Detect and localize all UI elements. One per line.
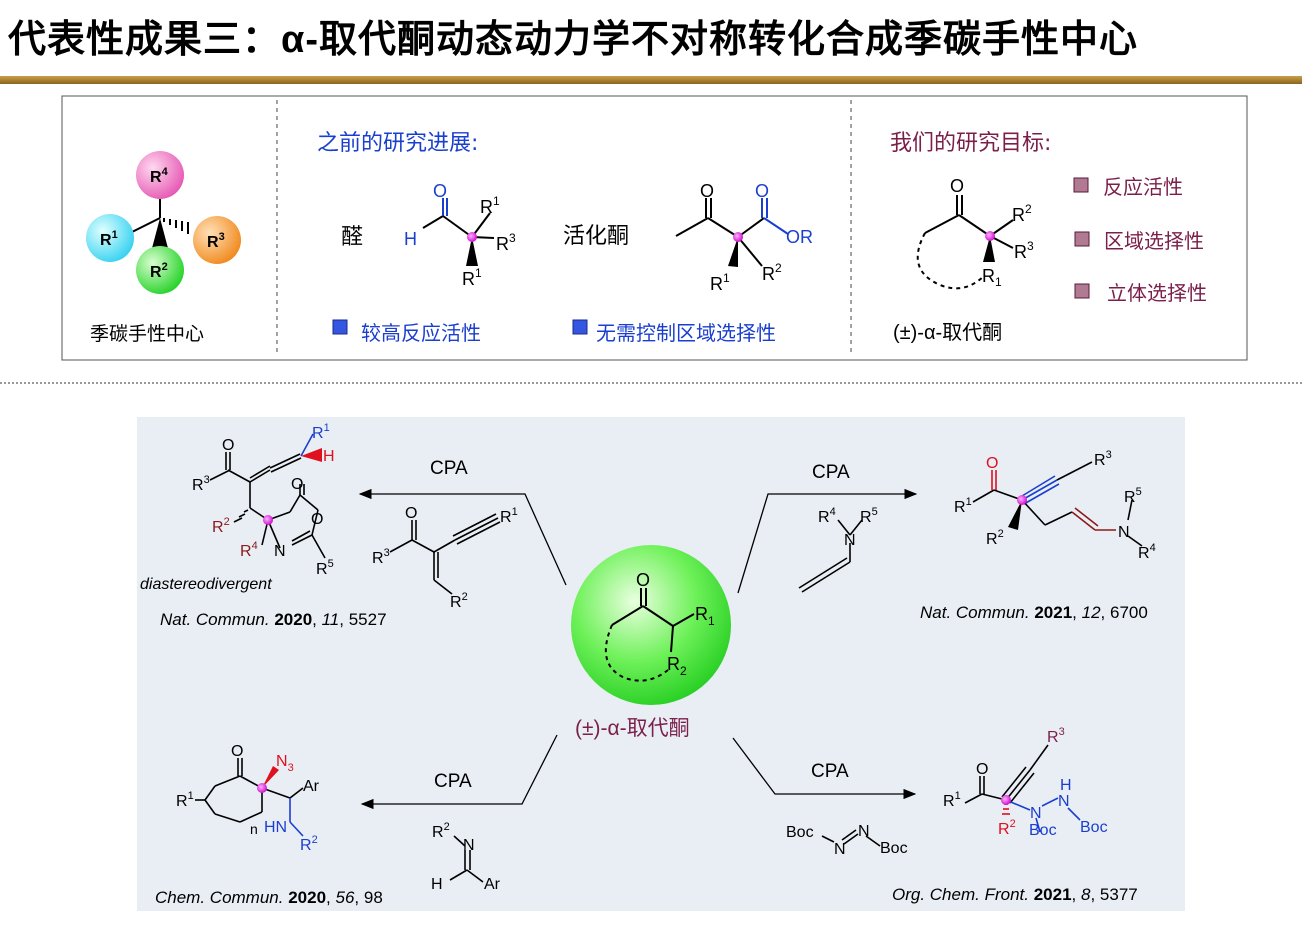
bl-reference: Chem. Commun. 2020, 56, 98 [155, 888, 383, 907]
tl-reference: Nat. Commun. 2020, 11, 5527 [160, 610, 387, 629]
title-underline [0, 76, 1302, 84]
center-caption: (±)-α-取代酮 [575, 717, 690, 740]
previous-heading: 之前的研究进展: [317, 131, 478, 156]
svg-text:Boc: Boc [880, 840, 908, 857]
svg-text:Boc: Boc [1029, 822, 1057, 839]
svg-text:N: N [1030, 805, 1042, 822]
cpa-bottom-left: CPA [434, 771, 472, 792]
svg-text:N: N [858, 823, 870, 840]
goal-ketone-structure [916, 195, 1014, 290]
svg-text:O: O [976, 761, 988, 778]
page-title: 代表性成果三：α-取代酮动态动力学不对称转化合成季碳手性中心 [8, 19, 1139, 61]
svg-text:O: O [222, 437, 234, 454]
svg-text:Ar: Ar [303, 778, 320, 795]
arrow-top-left [358, 488, 567, 586]
r4-ball [136, 151, 184, 199]
svg-text:R4: R4 [150, 166, 169, 186]
br-reference: Org. Chem. Front. 2021, 8, 5377 [892, 885, 1138, 904]
cpa-top-left: CPA [430, 458, 468, 479]
svg-text:Ar: Ar [484, 876, 501, 893]
svg-text:H: H [1060, 777, 1072, 794]
svg-text:O: O [311, 511, 323, 528]
svg-text:R2: R2 [150, 261, 168, 281]
goal-point-reactivity: 反应活性 [1103, 175, 1183, 199]
svg-text:O: O [755, 181, 769, 201]
svg-text:N3: N3 [276, 753, 294, 774]
arrow-bottom-right [732, 737, 917, 800]
arrow-top-right [737, 488, 918, 594]
activated-ketone-label: 活化酮 [563, 224, 629, 249]
goal-caption: (±)-α-取代酮 [893, 321, 1002, 344]
svg-text:Boc: Boc [1080, 819, 1108, 836]
cpa-bottom-right: CPA [811, 761, 849, 782]
svg-text:OR: OR [786, 227, 813, 247]
r3-ball [193, 216, 241, 264]
section-divider [0, 382, 1302, 384]
svg-text:N: N [274, 543, 286, 560]
quaternary-carbon-model: R4 R1 R2 R3 [86, 151, 241, 294]
svg-text:O: O [405, 505, 417, 522]
svg-text:HN: HN [264, 819, 287, 836]
svg-text:N: N [1058, 793, 1070, 810]
svg-text:O: O [291, 476, 303, 493]
svg-text:O: O [433, 181, 447, 201]
r2-ball [136, 246, 184, 294]
aldehyde-point: 较高反应活性 [361, 321, 481, 345]
svg-text:R1: R1 [100, 229, 118, 249]
svg-text:H: H [431, 876, 443, 893]
goal-heading: 我们的研究目标: [890, 131, 1051, 156]
svg-text:O: O [986, 455, 998, 472]
svg-text:H: H [323, 448, 335, 465]
tr-reference: Nat. Commun. 2021, 12, 6700 [920, 603, 1148, 622]
tl-note: diastereodivergent [140, 576, 272, 593]
r1-ball [86, 214, 134, 262]
svg-text:O: O [636, 570, 650, 590]
quaternary-caption: 季碳手性中心 [90, 323, 204, 345]
arrow-bottom-left [360, 734, 558, 810]
svg-text:H: H [404, 229, 417, 249]
svg-text:O: O [950, 176, 964, 196]
svg-text:O: O [700, 181, 714, 201]
goal-point-stereo: 立体选择性 [1107, 281, 1207, 305]
svg-text:N: N [463, 837, 475, 854]
activated-ketone-structure [675, 198, 789, 267]
svg-text:N: N [1118, 524, 1130, 541]
svg-text:Boc: Boc [786, 824, 814, 841]
cpa-top-right: CPA [812, 462, 850, 483]
summary-box [61, 95, 1248, 361]
svg-text:R3: R3 [207, 231, 225, 251]
aldehyde-label: 醛 [341, 225, 363, 250]
svg-text:N: N [834, 841, 846, 858]
ketone-point: 无需控制区域选择性 [596, 321, 776, 345]
svg-text:N: N [844, 532, 856, 549]
goal-point-regio: 区域选择性 [1104, 229, 1204, 253]
svg-text:O: O [231, 743, 243, 760]
center-substrate-sphere [571, 545, 731, 705]
svg-text:n: n [250, 821, 258, 837]
